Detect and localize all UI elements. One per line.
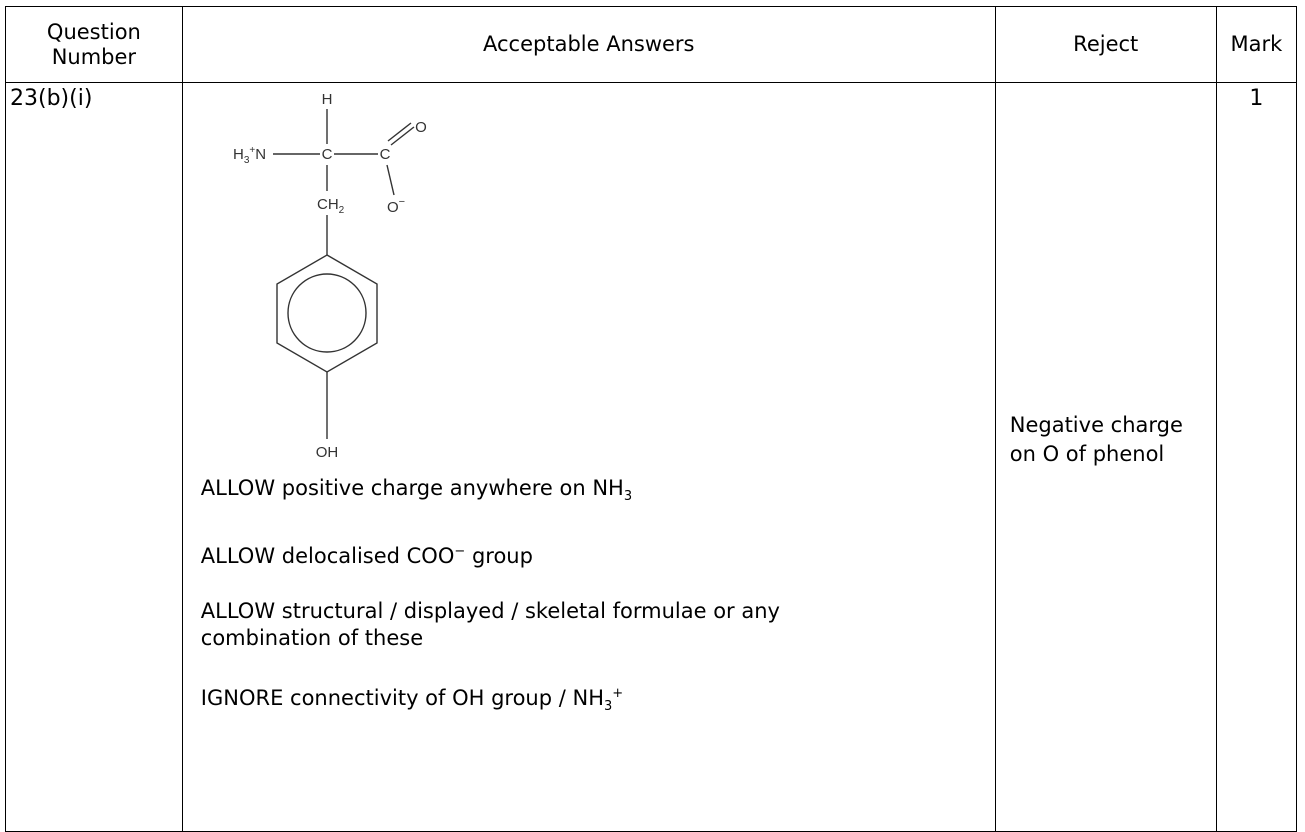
allow-positive-charge: ALLOW positive charge anywhere on NH3 <box>200 476 633 505</box>
mark-scheme-table: Question Number Acceptable Answers Rejec… <box>5 6 1298 832</box>
header-mark: Mark <box>1215 6 1298 83</box>
header-question-number: Question Number <box>5 6 183 83</box>
header-question-line1: Question <box>46 19 141 44</box>
header-acceptable-answers: Acceptable Answers <box>181 6 996 83</box>
question-number: 23(b)(i) <box>5 82 183 832</box>
header-row: Question Number Acceptable Answers Rejec… <box>5 6 1298 83</box>
allow-formulae: ALLOW structural / displayed / skeletal … <box>200 599 780 651</box>
acceptable-answers-cell: H H3+N C C O O− CH2 OH <box>181 82 996 832</box>
bond-lines <box>272 109 415 439</box>
header-reject: Reject <box>994 6 1217 83</box>
header-question-line2: Number <box>51 44 137 69</box>
answer-lines: ALLOW positive charge anywhere on NH3 AL… <box>201 475 985 748</box>
atom-o-double: O <box>415 119 427 136</box>
atom-c-carboxyl: C <box>379 146 390 163</box>
ignore-connectivity: IGNORE connectivity of OH group / NH3+ <box>200 686 624 715</box>
group-ch2: CH2 <box>317 196 345 216</box>
group-oh: OH <box>316 444 339 461</box>
atom-h-top: H <box>321 91 332 108</box>
tyrosine-zwitterion-structure: H H3+N C C O O− CH2 OH <box>233 91 427 461</box>
table-row: 23(b)(i) H H3+N C C O <box>5 82 1298 832</box>
reject-text: Negative charge on O of phenol <box>1009 413 1183 466</box>
allow-delocalised-coo: ALLOW delocalised COO− group <box>200 544 533 569</box>
atom-o-minus: O− <box>387 196 405 216</box>
atom-c-alpha: C <box>321 146 332 163</box>
group-h3n: H3+N <box>233 145 266 166</box>
mark-value: 1 <box>1215 82 1298 832</box>
reject-cell: Negative charge on O of phenol <box>994 82 1217 832</box>
